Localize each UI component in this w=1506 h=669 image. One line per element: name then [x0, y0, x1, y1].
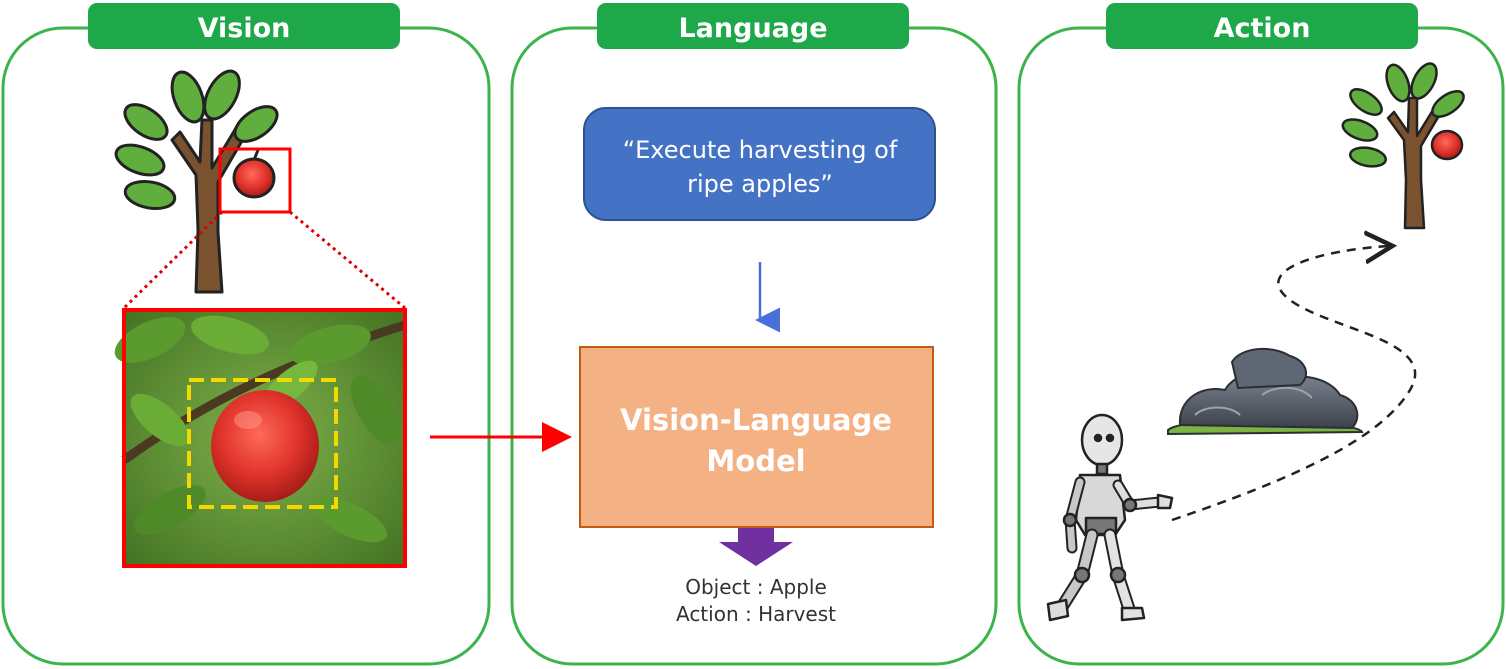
- prompt-line-1: “Execute harvesting of: [623, 136, 898, 164]
- action-title: Action: [1214, 13, 1311, 44]
- robot-path: [1171, 246, 1417, 522]
- output-action: Action : Harvest: [676, 602, 836, 626]
- language-title: Language: [678, 13, 827, 44]
- apple-photo-frame: [122, 308, 407, 568]
- vlm-label-line-1: Vision-Language: [620, 403, 892, 437]
- apple-selection-box: [218, 147, 292, 214]
- apple-photo: [114, 310, 407, 566]
- vlm-label-line-2: Model: [706, 444, 805, 478]
- output-object: Object : Apple: [685, 575, 827, 599]
- humanoid-robot-icon: [1046, 413, 1174, 622]
- action-title-tab: Action: [1106, 3, 1418, 49]
- target-tree-icon: [1341, 62, 1465, 230]
- vlm-box: [579, 346, 934, 528]
- vision-title-tab: Vision: [88, 3, 400, 49]
- output-arrow-icon: [719, 528, 793, 566]
- vision-title: Vision: [198, 13, 291, 44]
- apple-detection-box: [187, 378, 338, 509]
- rock-obstacle-icon: [1167, 347, 1364, 436]
- zoom-line-left: [122, 210, 224, 310]
- language-title-tab: Language: [597, 3, 909, 49]
- prompt-box: [583, 107, 936, 221]
- apple-tree-icon: [114, 69, 279, 294]
- prompt-line-2: ripe apples”: [687, 170, 833, 198]
